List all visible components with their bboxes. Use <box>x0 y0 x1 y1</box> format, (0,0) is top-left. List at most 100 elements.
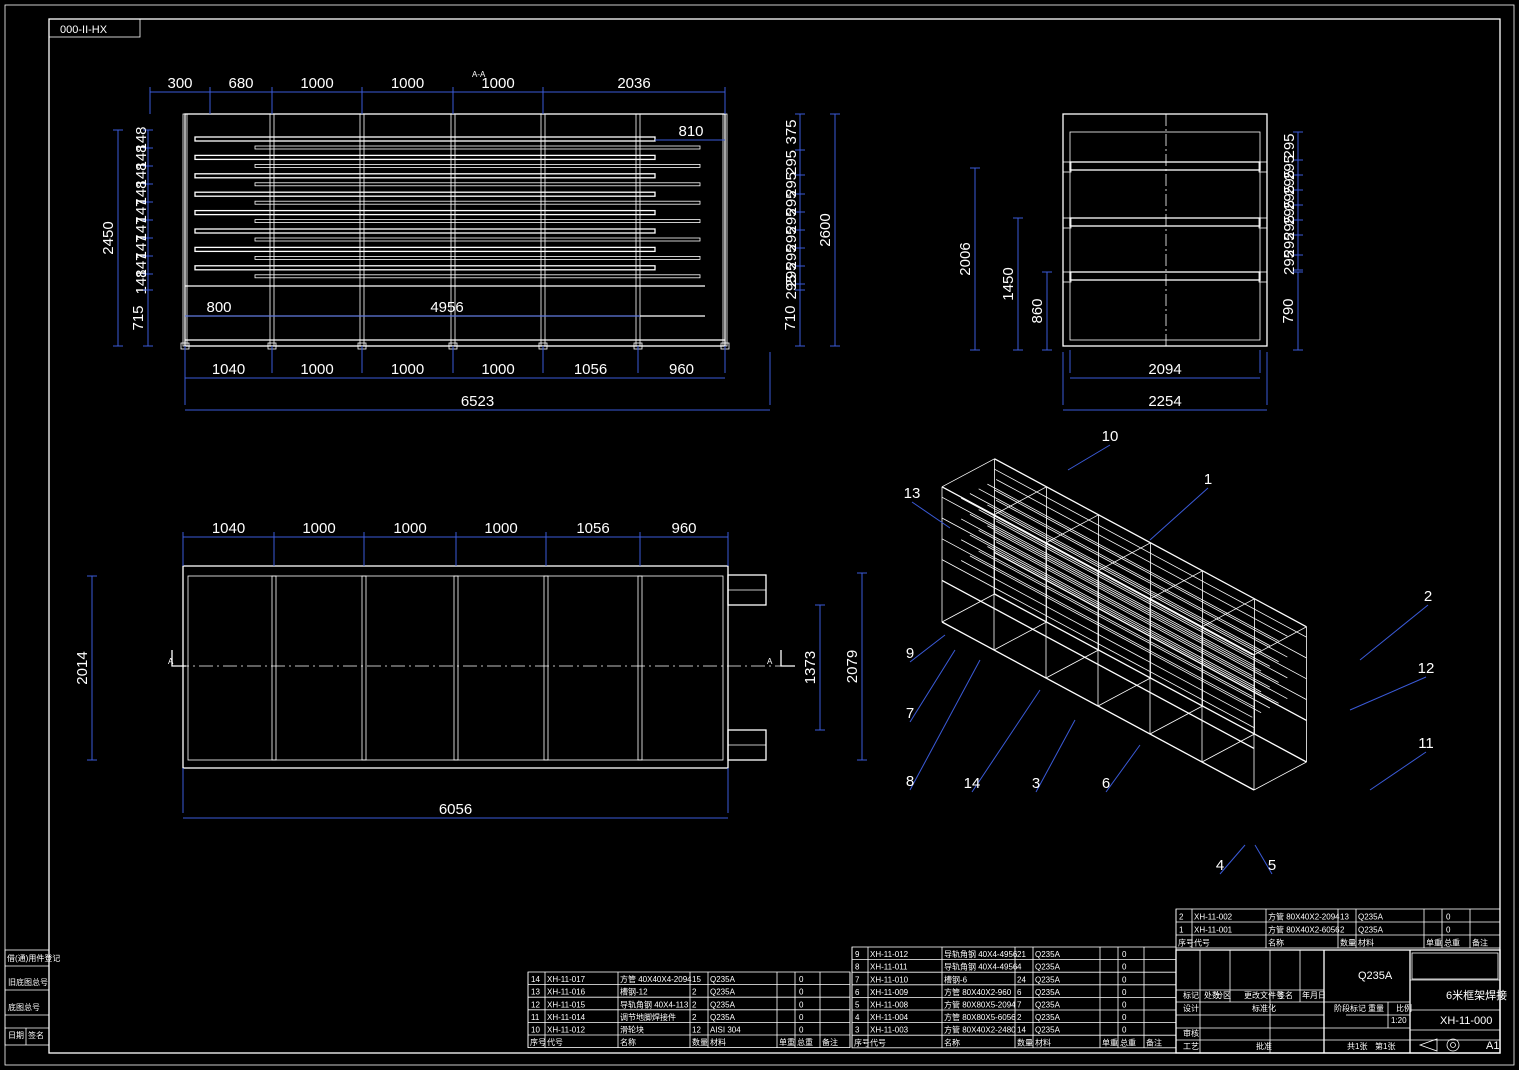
cross-member <box>271 575 277 761</box>
bom-row: 2 <box>1340 926 1345 935</box>
dimension-text: 710 <box>782 305 799 330</box>
bom-row: 14 <box>531 975 540 984</box>
bom-row: XH-11-010 <box>870 975 909 984</box>
bom-row: Q235A <box>1035 1013 1061 1022</box>
bom-row-header: 序号 <box>854 1037 870 1047</box>
bom-row: 0 <box>1446 913 1451 922</box>
bom-row: 12 <box>692 1026 701 1035</box>
dimension-text: 295 <box>1281 155 1298 180</box>
bom-row: 滑轮块 <box>620 1025 644 1035</box>
bom-row-header: 单重 <box>1426 938 1442 948</box>
bom-row: 2 <box>692 988 697 997</box>
dimension-text: 2450 <box>100 221 117 254</box>
cross-member <box>637 575 643 761</box>
bom-row: Q235A <box>1035 963 1061 972</box>
bom-row: XH-11-009 <box>870 988 909 997</box>
dimension-text: 810 <box>678 123 703 140</box>
bom-row: XH-11-002 <box>1194 913 1233 922</box>
svg-text:更改文件号: 更改文件号 <box>1244 990 1284 1000</box>
bom-row: XH-11-015 <box>547 1000 586 1009</box>
bom-row-header: 名称 <box>620 1037 636 1047</box>
shelf-rail <box>194 191 656 197</box>
cross-member <box>361 575 367 761</box>
dimension-text: 860 <box>1029 298 1046 323</box>
margin-label: 底图总号 <box>8 1002 40 1012</box>
svg-text:审核: 审核 <box>1183 1028 1199 1038</box>
shelf-rail <box>194 154 656 161</box>
projection-symbol <box>1418 1038 1438 1052</box>
part-balloon: 14 <box>964 775 981 792</box>
bom-row: 7 <box>855 975 860 984</box>
shelf-rail <box>254 163 701 168</box>
part-balloon: 4 <box>1216 857 1224 874</box>
dimension-text: 295 <box>1281 170 1298 195</box>
dimension-text: 1000 <box>484 520 517 537</box>
svg-text:工艺: 工艺 <box>1183 1042 1199 1051</box>
bom-row: 2 <box>1017 1013 1022 1022</box>
bom-row: 导轨角钢 40X4-4956 <box>944 949 1018 959</box>
part-balloon: 1 <box>1204 471 1212 488</box>
dimension-text: 1373 <box>802 651 819 684</box>
dimension-text: 300 <box>167 75 192 92</box>
bom-row: 调节地脚焊接件 <box>620 1012 676 1022</box>
shelf-rail <box>194 209 656 216</box>
slide-block <box>1258 217 1268 229</box>
bom-row: Q235A <box>710 975 736 984</box>
bom-row: Q235A <box>1035 1026 1061 1035</box>
bom-row: 导轨角钢 40X4-4956 <box>944 962 1018 972</box>
bom-row: 方管 80X40X2-2480 <box>944 1025 1016 1035</box>
bom-row: 导轨角钢 40X4-113 <box>620 999 689 1009</box>
dimension-text: 790 <box>1280 298 1297 323</box>
bom-row: 6 <box>1017 988 1022 997</box>
bom-row-header: 材料 <box>1358 938 1374 948</box>
bom-row: 14 <box>1017 1026 1026 1035</box>
title-material: Q235A <box>1358 970 1393 982</box>
bom-row: 0 <box>1446 926 1451 935</box>
shelf-beam <box>1069 161 1261 171</box>
dimension-text: 960 <box>669 361 694 378</box>
bom-row: Q235A <box>710 1000 736 1009</box>
dimension-text: 1000 <box>393 520 426 537</box>
svg-text:处数: 处数 <box>1204 990 1220 1000</box>
bom-row-header: 总重 <box>797 1037 813 1047</box>
bom-row: XH-11-012 <box>547 1026 586 1035</box>
shelf-rail <box>254 200 701 205</box>
bom-row: 0 <box>799 1026 804 1035</box>
part-balloon: 2 <box>1424 588 1432 605</box>
bom-row-header: 代号 <box>870 1037 886 1047</box>
bom-row: 12 <box>531 1000 540 1009</box>
bom-row: 13 <box>1340 913 1349 922</box>
bom-row-header: 代号 <box>1194 938 1210 948</box>
dimension-text: 2600 <box>817 213 834 246</box>
dimension-text: 295 <box>783 190 800 215</box>
svg-text:年月日: 年月日 <box>1302 990 1326 1000</box>
dimension-text: 1056 <box>574 361 607 378</box>
svg-text:重量: 重量 <box>1368 1003 1384 1013</box>
bom-row: 3 <box>855 1026 860 1035</box>
bom-row-header: 序号 <box>530 1037 546 1047</box>
dimension-text: 1000 <box>302 520 335 537</box>
dimension-text: 147 <box>133 252 150 277</box>
dimension-text: 2079 <box>844 650 861 683</box>
code-tag-box <box>48 18 141 38</box>
svg-text:标记: 标记 <box>1183 990 1199 1000</box>
bom-row: 0 <box>1122 988 1127 997</box>
bom-row: 0 <box>799 988 804 997</box>
part-balloon: 11 <box>1418 735 1434 752</box>
dimension-text: 4956 <box>430 299 463 316</box>
bom-row: XH-11-004 <box>870 1013 909 1022</box>
dimension-text: 295 <box>783 150 800 175</box>
shelf-rail <box>254 255 701 260</box>
bom-row: XH-11-003 <box>870 1026 909 1035</box>
cross-member <box>543 575 549 761</box>
dimension-text: 1000 <box>300 361 333 378</box>
bom-row-header: 备注 <box>822 1037 838 1047</box>
bom-row: XH-11-016 <box>547 988 586 997</box>
part-balloon: 10 <box>1102 428 1119 445</box>
dimension-text: 295 <box>783 226 800 251</box>
margin-label: 日期 <box>8 1031 24 1040</box>
